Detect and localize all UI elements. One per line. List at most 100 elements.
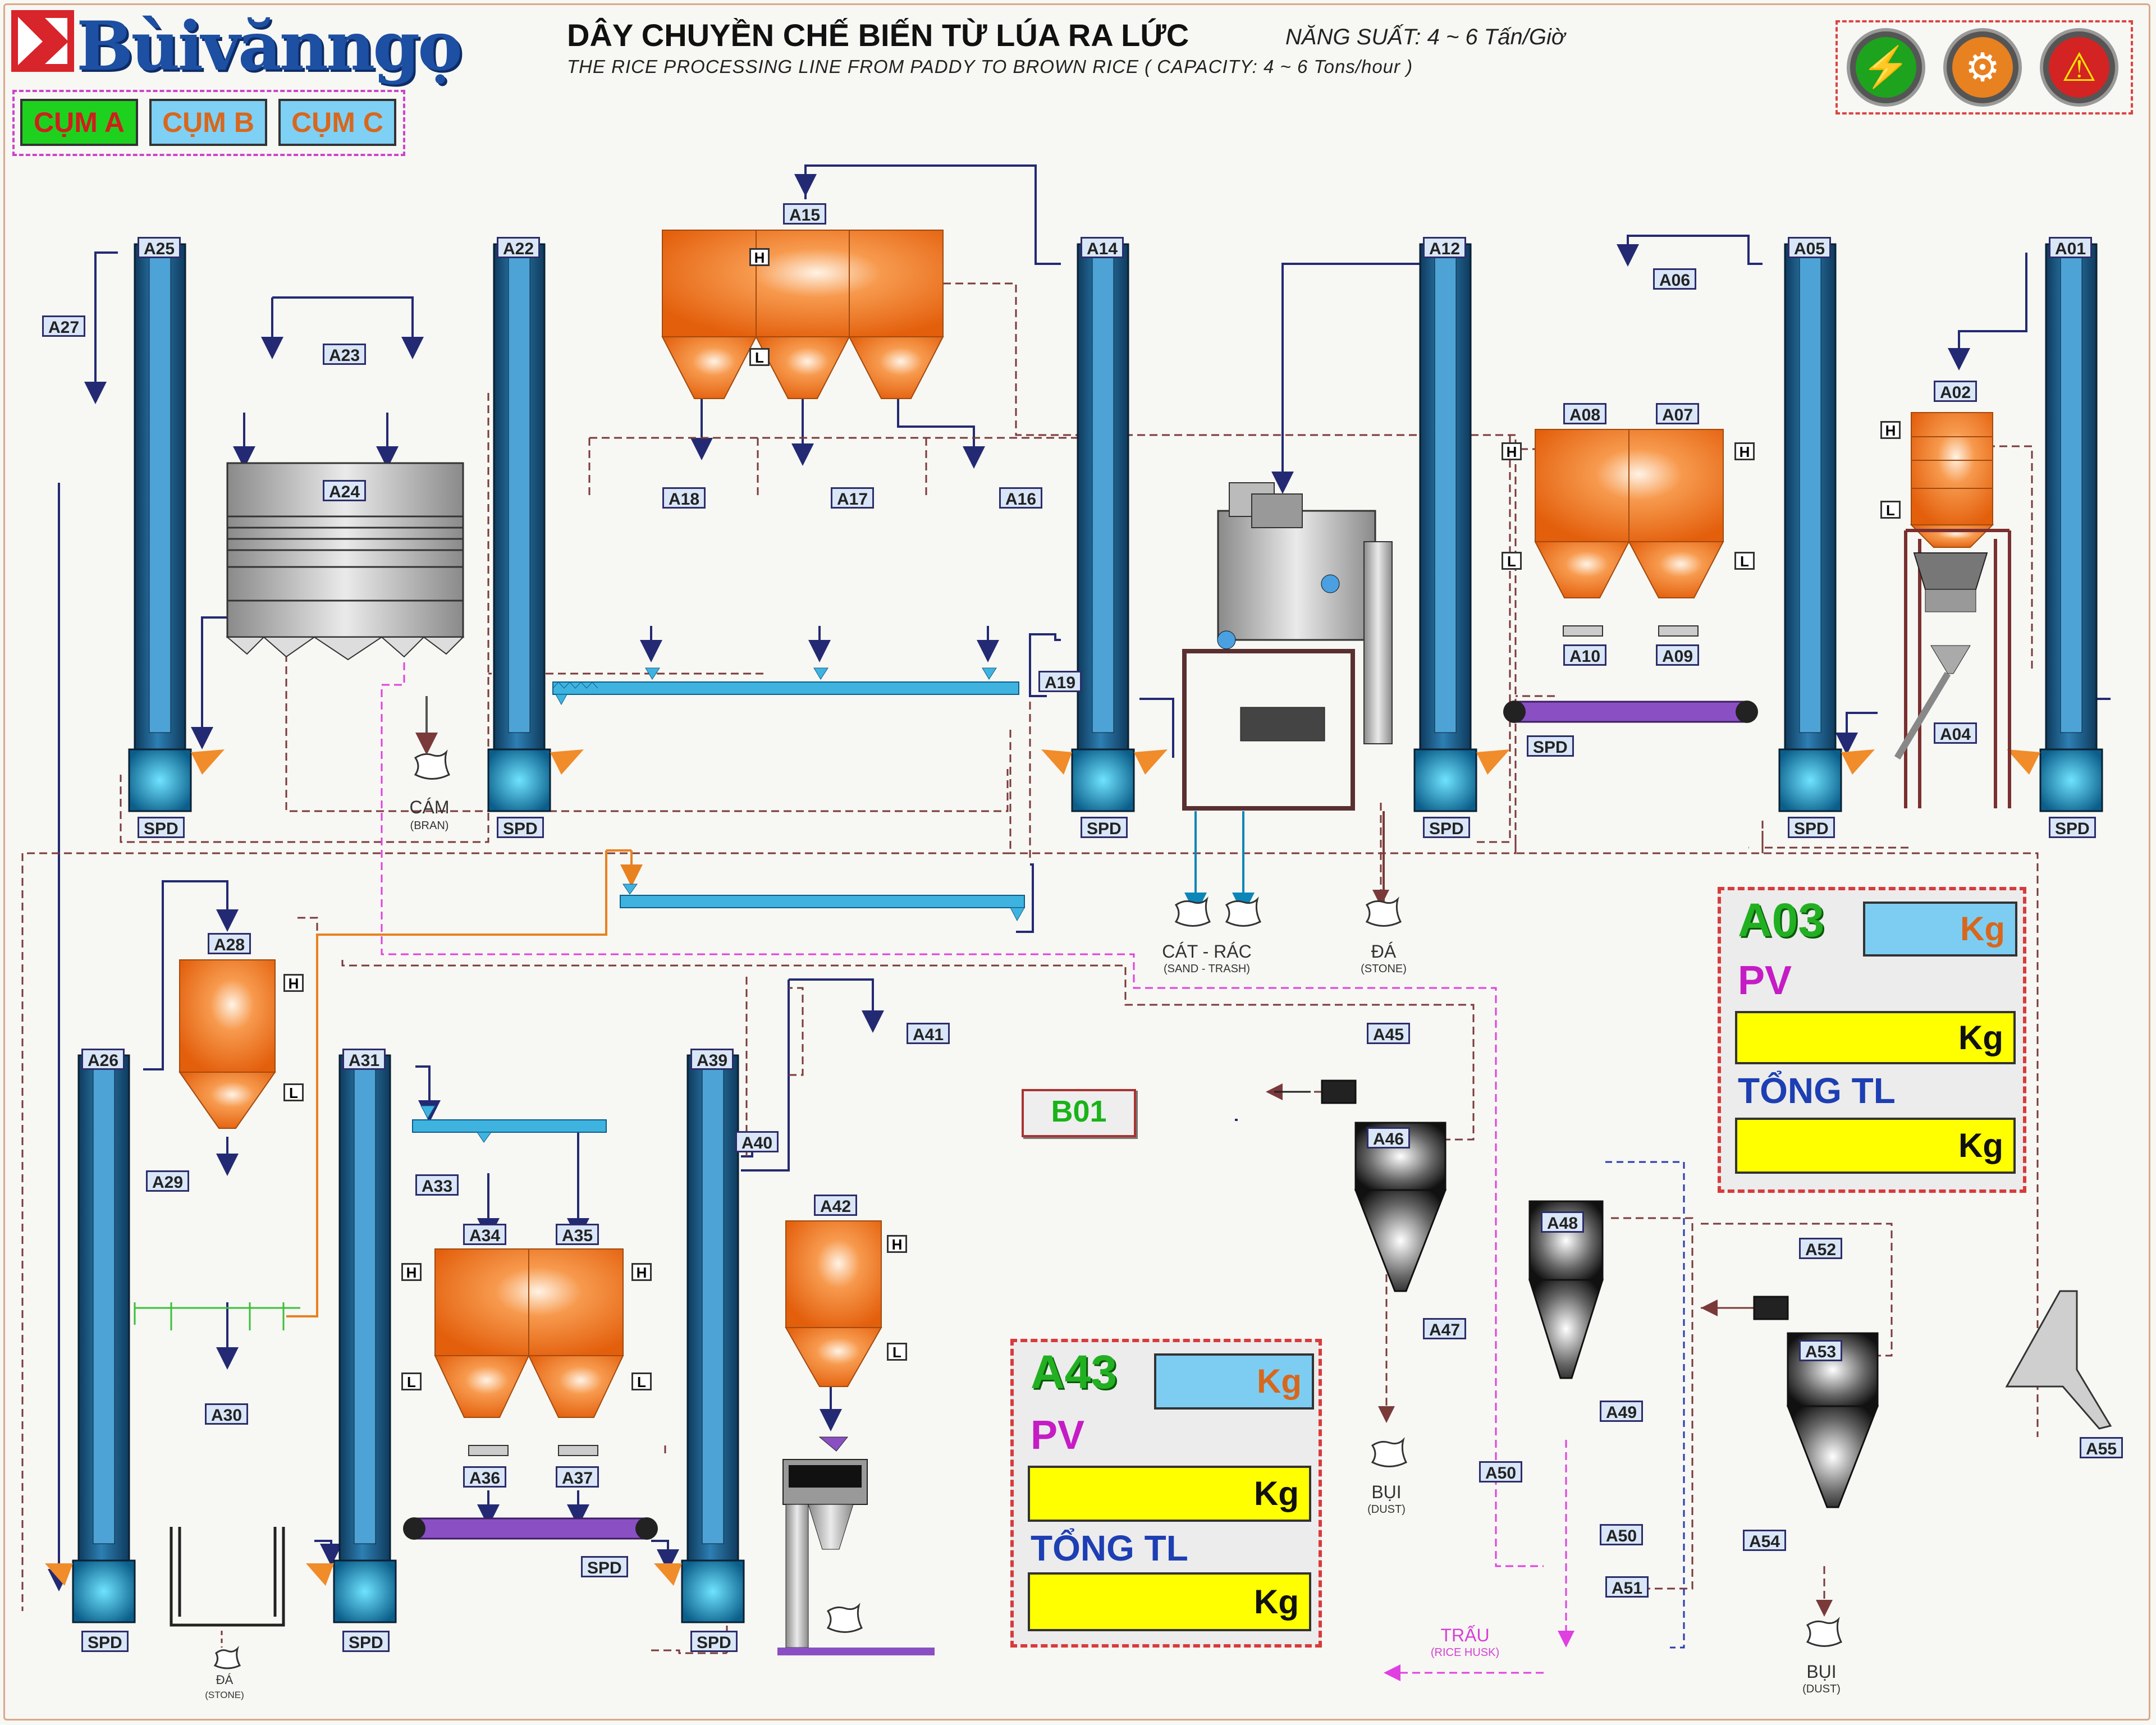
cyclone-a46 [1321,1079,1447,1292]
cyclone-a53 [1753,1296,1879,1508]
dust-label-a47: BỤI [1371,1482,1402,1502]
cluster-c-button[interactable]: CỤM C [278,99,396,146]
elevator-a05 [1778,243,1875,812]
tag-a31[interactable]: A31 [342,1049,386,1070]
tag-spd-a39[interactable]: SPD [690,1631,738,1652]
tag-a34[interactable]: A34 [463,1224,507,1245]
level-low-a34: L [401,1372,422,1390]
tag-a27[interactable]: A27 [42,315,86,337]
tag-a53[interactable]: A53 [1799,1340,1843,1361]
power-icon[interactable]: ⚡ [1850,31,1922,103]
bin-a02 [1910,412,1994,548]
tag-a48[interactable]: A48 [1541,1211,1585,1233]
page-subtitle: THE RICE PROCESSING LINE FROM PADDY TO B… [567,56,1413,77]
b01-button[interactable]: B01 [1022,1089,1136,1137]
panel-a43-pv-label: PV [1031,1413,1085,1458]
tag-a19[interactable]: A19 [1038,671,1082,692]
tag-a39[interactable]: A39 [690,1049,734,1070]
level-high-a15: H [749,248,770,266]
tag-a41[interactable]: A41 [907,1023,950,1044]
tag-a14[interactable]: A14 [1081,237,1124,258]
tag-a07[interactable]: A07 [1656,403,1700,424]
tag-a45[interactable]: A45 [1367,1023,1411,1044]
tag-a22[interactable]: A22 [497,237,541,258]
tag-spd-a05[interactable]: SPD [1788,817,1835,838]
tag-a40[interactable]: A40 [735,1131,779,1152]
panel-a03-pv-label: PV [1738,958,1792,1003]
stone-label-lower: ĐÁ [216,1673,234,1687]
tag-a17[interactable]: A17 [831,487,875,509]
tag-spd-a14[interactable]: SPD [1081,817,1128,838]
tag-a49[interactable]: A49 [1600,1401,1644,1422]
husker-machine [1182,482,1393,811]
tag-a26[interactable]: A26 [81,1049,125,1070]
tag-a30[interactable]: A30 [205,1403,249,1425]
sand-trash-label-en: (SAND - TRASH) [1163,963,1251,975]
panel-a43-total-label: TỔNG TL [1031,1528,1188,1568]
tag-a16[interactable]: A16 [999,487,1043,509]
tag-a47[interactable]: A47 [1423,1318,1467,1339]
tag-a37[interactable]: A37 [556,1466,599,1488]
tag-a18[interactable]: A18 [662,487,706,509]
level-high-a28: H [283,974,304,992]
tag-a06[interactable]: A06 [1653,268,1697,290]
panel-a43-pv-field: Kg [1028,1466,1311,1522]
panel-a03-pv-field: Kg [1735,1011,2016,1064]
elevator-a01 [2007,243,2103,812]
tag-a33[interactable]: A33 [415,1174,459,1196]
rice-husk-label-en: (RICE HUSK) [1430,1646,1500,1659]
tag-a35[interactable]: A35 [556,1224,599,1245]
warning-icon[interactable]: ⚠ [2043,31,2115,103]
tag-a28[interactable]: A28 [208,933,251,954]
cluster-b-button[interactable]: CỤM B [149,99,267,146]
separator-a04-body [1894,552,1988,760]
cluster-a-button[interactable]: CỤM A [20,99,138,146]
tag-a15[interactable]: A15 [783,203,827,225]
tag-a55[interactable]: A55 [2080,1437,2123,1458]
tag-a23[interactable]: A23 [323,344,367,365]
tag-a50-upper[interactable]: A50 [1479,1461,1523,1483]
tag-a01[interactable]: A01 [2049,237,2093,258]
level-low-a35: L [631,1372,652,1390]
tag-spd-a31[interactable]: SPD [342,1631,390,1652]
elevator-a14 [1041,243,1168,812]
tag-a25[interactable]: A25 [138,237,181,258]
settings-icon[interactable]: ⚙ [1947,31,2018,103]
tag-a51[interactable]: A51 [1605,1576,1649,1598]
aspirator-a24 [226,462,465,661]
tag-a08[interactable]: A08 [1563,403,1607,424]
stone-label-lower-en: (STONE) [205,1690,244,1700]
tag-a54[interactable]: A54 [1743,1530,1787,1551]
tag-a02[interactable]: A02 [1934,381,1978,402]
elevator-a25 [128,243,225,812]
dust-label-a47-en: (DUST) [1367,1503,1406,1516]
tag-spd-a22[interactable]: SPD [497,817,544,838]
tag-a05[interactable]: A05 [1788,237,1832,258]
tag-spd-a26[interactable]: SPD [81,1631,129,1652]
tag-spd-a25[interactable]: SPD [138,817,185,838]
tag-a42[interactable]: A42 [814,1195,858,1216]
tag-a09[interactable]: A09 [1656,644,1700,666]
tag-a12[interactable]: A12 [1423,237,1467,258]
tag-a29[interactable]: A29 [146,1170,190,1192]
screen-frame [3,3,2150,1721]
tag-a46[interactable]: A46 [1367,1127,1411,1149]
tag-spd-belt-upper[interactable]: SPD [1527,735,1574,757]
panel-a43-id: A43 [1031,1346,1118,1398]
tag-a10[interactable]: A10 [1563,644,1607,666]
stone-label: ĐÁ [1371,941,1397,962]
tag-spd-a01[interactable]: SPD [2049,817,2096,838]
tag-a50-lower[interactable]: A50 [1600,1524,1644,1545]
tag-a04[interactable]: A04 [1934,722,1978,744]
tag-a24[interactable]: A24 [323,480,367,501]
tag-spd-belt-lower[interactable]: SPD [581,1556,628,1577]
tag-a36[interactable]: A36 [463,1466,507,1488]
bin-a08-a07 [1534,429,1724,598]
level-low-a15: L [749,348,770,366]
tag-spd-a12[interactable]: SPD [1423,817,1470,838]
panel-a43-current-field: Kg [1154,1353,1314,1410]
elevator-a12 [1413,243,1510,812]
tag-a52[interactable]: A52 [1799,1238,1843,1259]
screw-conveyors [412,667,1025,1143]
